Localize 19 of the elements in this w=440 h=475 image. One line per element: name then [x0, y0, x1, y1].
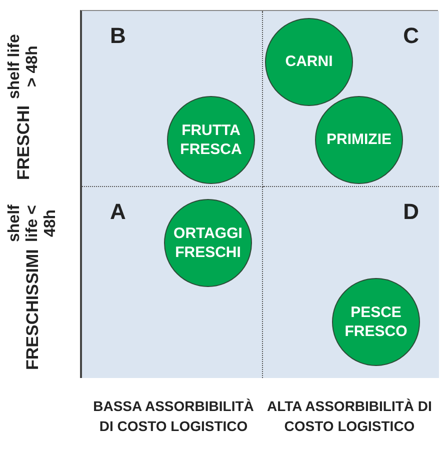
axis-label: BASSA ASSORBIBILITÀ DI COSTO LOGISTICO — [92, 397, 255, 436]
axis-label: ALTA ASSORBIBILITÀ DI COSTO LOGISTICO — [266, 397, 433, 436]
category-label: PRIMIZIE — [325, 130, 392, 150]
quadrant-letter: C — [403, 23, 419, 49]
category-label: ORTAGGI FRESCHI — [172, 224, 244, 262]
category-label: CARNI — [284, 52, 334, 72]
quadrant-cell — [263, 11, 439, 187]
quadrant-cell — [263, 187, 439, 378]
axis-label: FRESCHI — [14, 105, 34, 180]
quadrant-cell — [82, 187, 263, 378]
quadrant-letter: B — [110, 23, 126, 49]
quadrant-letter: A — [110, 199, 126, 225]
category-label: FRUTTA FRESCA — [179, 120, 243, 160]
axis-label: FRESCHISSIMI — [23, 249, 43, 370]
axis-sublabel: shelf life < 48h — [6, 204, 60, 244]
category-label: PESCE FRESCO — [344, 302, 408, 342]
quadrant-cell — [82, 11, 263, 187]
quadrant-letter: D — [403, 199, 419, 225]
axis-sublabel: shelf life > 48h — [6, 33, 42, 102]
